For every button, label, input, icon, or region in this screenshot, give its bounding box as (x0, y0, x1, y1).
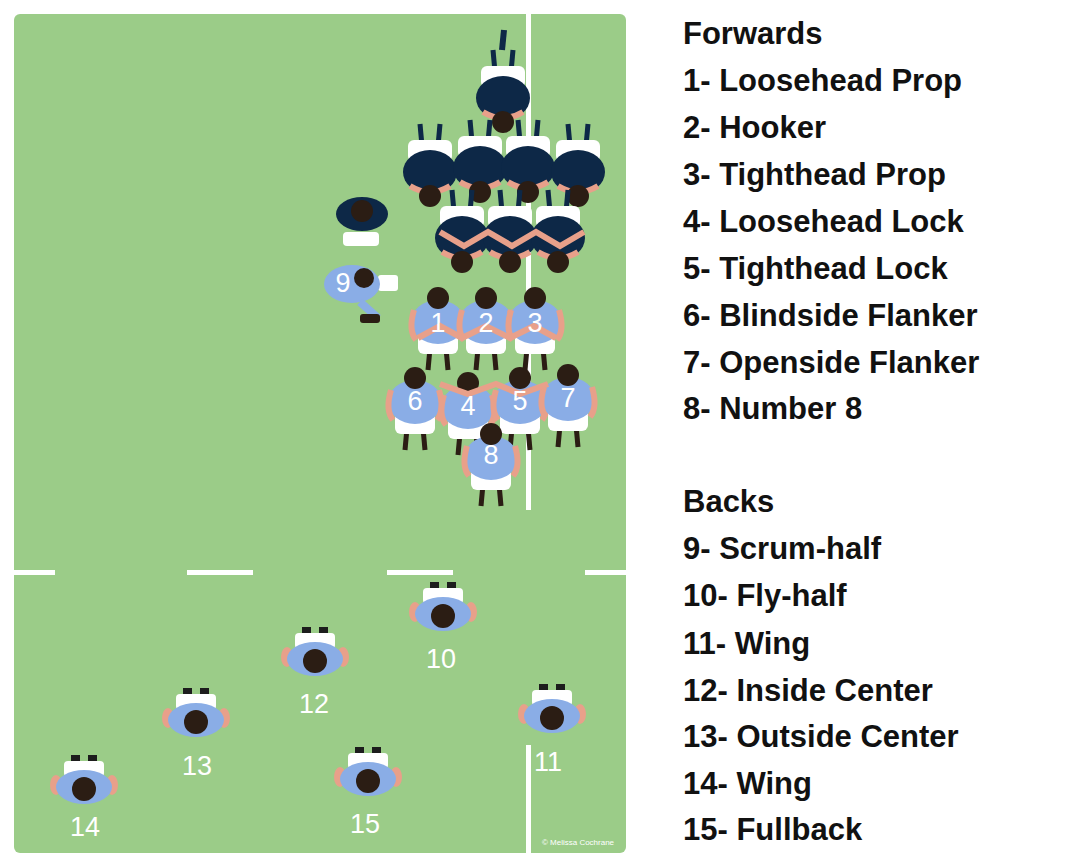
position-legend-text: 10- Fly-half (683, 580, 847, 611)
position-legend-text: 2- Hooker (683, 112, 826, 143)
position-legend-text: 7- Openside Flanker (683, 347, 979, 378)
jersey-number: 1 (430, 310, 445, 337)
position-legend-text: 1- Loosehead Prop (683, 65, 962, 96)
position-legend-text: 9- Scrum-half (683, 533, 881, 564)
position-legend-text: 15- Fullback (683, 814, 862, 845)
jersey-number: 4 (460, 393, 475, 420)
position-legend-text: 5- Tighthead Lock (683, 253, 948, 284)
position-legend-text: 13- Outside Center (683, 721, 959, 752)
jersey-number: 2 (478, 310, 493, 337)
jersey-number: 11 (534, 749, 562, 776)
jersey-number: 8 (483, 442, 498, 469)
jersey-number: 9 (335, 270, 350, 297)
jersey-number: 6 (407, 388, 422, 415)
jersey-number: 3 (527, 310, 542, 337)
position-legend-text: Forwards (683, 18, 823, 49)
jersey-number: 13 (182, 753, 212, 780)
position-legend-text: 11- Wing (683, 628, 810, 659)
jersey-number: 5 (512, 388, 527, 415)
position-legend-text: Backs (683, 486, 774, 517)
position-legend-text: 8- Number 8 (683, 393, 862, 424)
jersey-number: 15 (350, 811, 380, 838)
jersey-number: 14 (70, 814, 100, 841)
position-legend-text: 14- Wing (683, 768, 812, 799)
position-legend-text: 6- Blindside Flanker (683, 300, 978, 331)
watermark: © Melissa Cochrane (542, 839, 614, 847)
position-legend-text: 4- Loosehead Lock (683, 206, 964, 237)
jersey-number: 10 (426, 646, 456, 673)
jersey-number: 7 (560, 385, 575, 412)
position-legend-text: 3- Tighthead Prop (683, 159, 946, 190)
position-legend-text: 12- Inside Center (683, 675, 933, 706)
jersey-number: 12 (299, 691, 329, 718)
